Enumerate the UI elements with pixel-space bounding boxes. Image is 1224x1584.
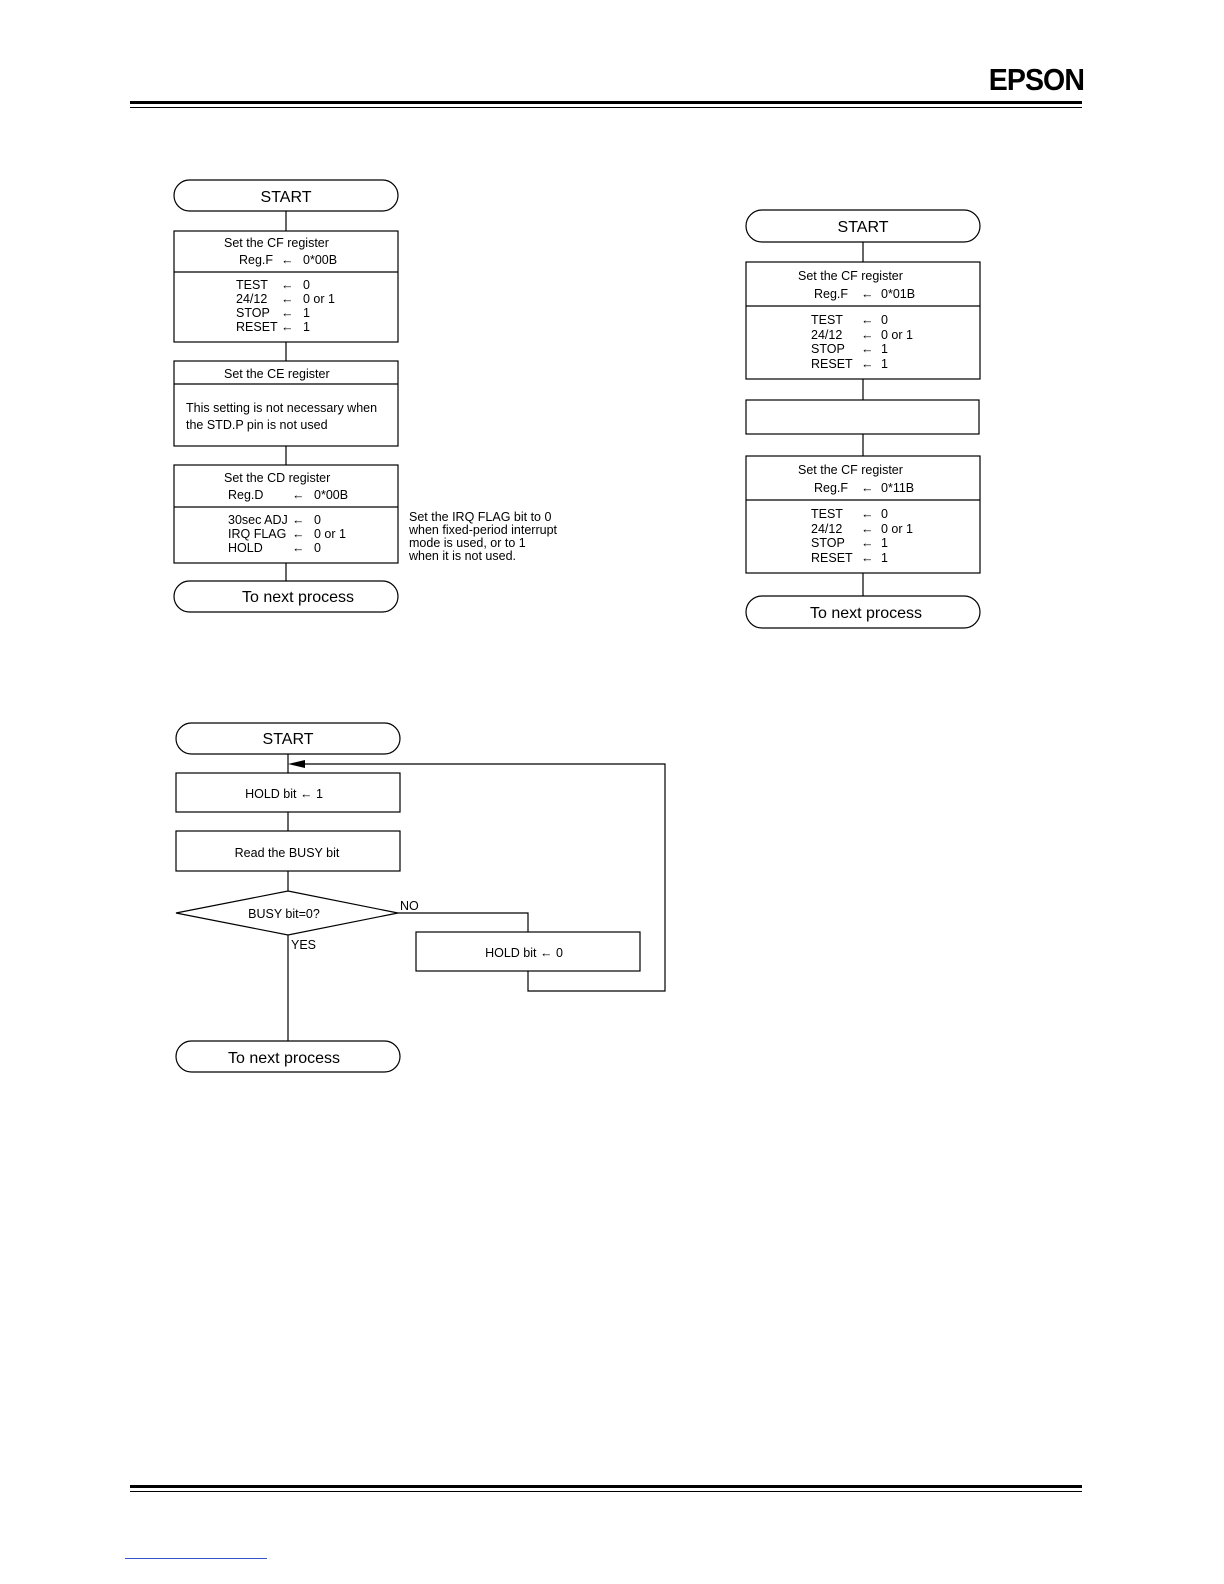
bit-name: TEST: [236, 278, 268, 292]
bit-name: IRQ FLAG: [228, 527, 286, 541]
bit-name: HOLD: [228, 541, 263, 555]
bit-value: 0: [881, 313, 888, 327]
flow1-end-label: To next process: [242, 589, 354, 606]
flow3-no-label: NO: [400, 899, 419, 913]
flow3-end-terminal: [175, 1040, 401, 1073]
bit-value: 1: [303, 320, 310, 334]
bit-value: 0 or 1: [303, 292, 335, 306]
flow1-cd-reg-name: Reg.D: [228, 488, 263, 502]
side-note-line: when fixed-period interrupt: [408, 523, 558, 537]
flow1-start-label: START: [261, 189, 312, 206]
bit-name: RESET: [236, 320, 278, 334]
bit-value: 0 or 1: [314, 527, 346, 541]
bit-arrow: ←: [861, 522, 874, 536]
flow1-cd-title: Set the CD register: [224, 471, 330, 485]
flow3-start-label: START: [263, 731, 314, 748]
flow2-cf2-title: Set the CF register: [798, 463, 903, 477]
bit-value: 0: [314, 513, 321, 527]
flow3-hold-set-label: HOLD bit ← 1: [245, 787, 323, 801]
bit-name: 24/12: [811, 522, 842, 536]
flow1-cf-bits: TEST ← 0 24/12 ← 0 or 1 STOP ← 1 RESET ←…: [236, 278, 335, 334]
bit-arrow: ←: [281, 306, 294, 320]
epson-logo: EPSON: [988, 62, 1085, 97]
flow2-cf2-reg-arrow: ←: [861, 481, 874, 495]
flow2-cf1-title: Set the CF register: [798, 269, 903, 283]
bit-name: TEST: [811, 313, 843, 327]
flow1-cd-reg-val: 0*00B: [314, 488, 348, 502]
bit-arrow: ←: [861, 551, 874, 565]
flow1-ce-note-1: This setting is not necessary when: [186, 401, 377, 415]
flow2-empty-box: [745, 399, 980, 435]
bit-name: 24/12: [811, 328, 842, 342]
bit-value: 0: [303, 278, 310, 292]
flow2-end-label: To next process: [810, 605, 922, 622]
flow3-decision-label: BUSY bit=0?: [248, 907, 320, 921]
footer-rule: [130, 1485, 1082, 1488]
bit-name: 24/12: [236, 292, 267, 306]
flow3-end-label: To next process: [228, 1050, 340, 1067]
bit-name: 30sec ADJ: [228, 513, 288, 527]
bit-name: TEST: [811, 507, 843, 521]
bit-arrow: ←: [861, 357, 874, 371]
flow2-cf1-reg-arrow: ←: [861, 287, 874, 301]
bit-name: RESET: [811, 551, 853, 565]
side-note-line: when it is not used.: [408, 549, 516, 563]
flow2-cf2-bits: TEST ← 0 24/12 ← 0 or 1 STOP ← 1 RESET ←…: [811, 507, 913, 565]
flow1-ce-title: Set the CE register: [224, 367, 330, 381]
flow1-cd-bits: 30sec ADJ ← 0 IRQ FLAG ← 0 or 1 HOLD ← 0: [228, 513, 346, 555]
bit-value: 1: [881, 357, 888, 371]
flow3-loop-line: [300, 763, 666, 992]
bit-name: STOP: [811, 536, 845, 550]
bit-arrow: ←: [292, 541, 305, 555]
flow3-no-branch-line: [398, 912, 529, 932]
flow2-cf1-reg-val: 0*01B: [881, 287, 915, 301]
bit-value: 1: [881, 551, 888, 565]
flow2-cf1-reg-name: Reg.F: [814, 287, 848, 301]
flow1-ce-note-2: the STD.P pin is not used: [186, 418, 328, 432]
bit-value: 1: [881, 342, 888, 356]
flow3-loop-arrowhead: [288, 760, 305, 768]
bit-value: 1: [881, 536, 888, 550]
flow3-yes-label: YES: [291, 938, 316, 952]
bit-value: 1: [303, 306, 310, 320]
flow1-cf-reg-arrow: ←: [281, 253, 294, 267]
bit-arrow: ←: [281, 292, 294, 306]
bit-value: 0 or 1: [881, 328, 913, 342]
bit-arrow: ←: [861, 328, 874, 342]
side-note-line: mode is used, or to 1: [409, 536, 526, 550]
bit-name: STOP: [236, 306, 270, 320]
flow1-cf-title: Set the CF register: [224, 236, 329, 250]
bit-name: STOP: [811, 342, 845, 356]
flow2-cf2-reg-val: 0*11B: [881, 481, 914, 495]
bit-value: 0: [314, 541, 321, 555]
flow2-end-terminal: [745, 595, 981, 629]
side-note-line: Set the IRQ FLAG bit to 0: [409, 510, 551, 524]
footer-link-underline[interactable]: [125, 1558, 267, 1559]
flow2-cf1-bits: TEST ← 0 24/12 ← 0 or 1 STOP ← 1 RESET ←…: [811, 313, 913, 371]
header-rule-thin: [130, 107, 1082, 108]
bit-arrow: ←: [292, 527, 305, 541]
header-rule: [130, 101, 1082, 104]
flow3-read-busy-label: Read the BUSY bit: [235, 846, 340, 860]
flow1-cf-reg-val: 0*00B: [303, 253, 337, 267]
footer-rule-thin: [130, 1491, 1082, 1492]
bit-arrow: ←: [861, 313, 874, 327]
bit-arrow: ←: [861, 342, 874, 356]
bit-arrow: ←: [292, 513, 305, 527]
bit-arrow: ←: [281, 320, 294, 334]
flow1-cd-reg-arrow: ←: [292, 488, 305, 502]
flow1-end-terminal: [173, 580, 399, 613]
flow2-cf2-reg-name: Reg.F: [814, 481, 848, 495]
flow2-start-label: START: [838, 219, 889, 236]
bit-value: 0: [881, 507, 888, 521]
bit-arrow: ←: [281, 278, 294, 292]
bit-arrow: ←: [861, 507, 874, 521]
bit-value: 0 or 1: [881, 522, 913, 536]
flow3-hold-clear-label: HOLD bit ← 0: [485, 946, 563, 960]
flow1-side-note: Set the IRQ FLAG bit to 0 when fixed-per…: [408, 510, 558, 563]
bit-arrow: ←: [861, 536, 874, 550]
bit-name: RESET: [811, 357, 853, 371]
flow1-cf-reg-name: Reg.F: [239, 253, 273, 267]
